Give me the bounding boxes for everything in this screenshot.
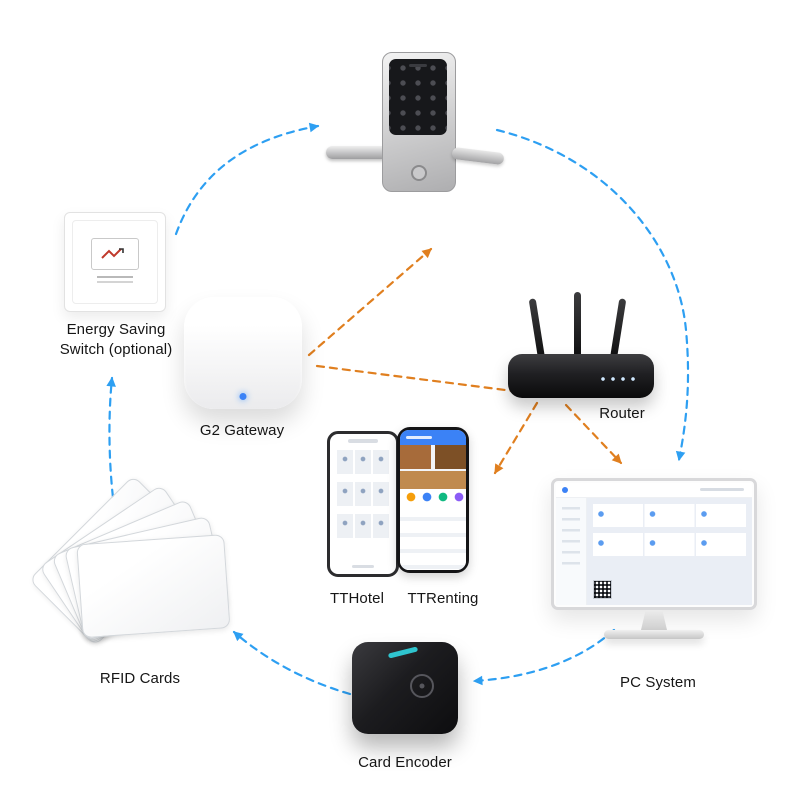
gateway-label: G2 Gateway xyxy=(199,422,285,439)
app-shortcut-icons xyxy=(400,489,466,505)
line-gateway-to-router xyxy=(315,364,515,393)
router-illustration xyxy=(508,292,654,402)
rfid-cards-illustration xyxy=(28,475,262,669)
software-sidebar xyxy=(556,498,587,605)
software-card-grid xyxy=(593,504,746,556)
energy-saving-switch-illustration xyxy=(64,212,166,312)
pc-system-illustration xyxy=(551,478,757,650)
rfid-cards-label: RFID Cards xyxy=(99,670,181,687)
lock-body xyxy=(382,52,456,192)
software-header-bar xyxy=(556,483,752,498)
app-list-area xyxy=(400,505,466,570)
app-header-bar xyxy=(400,430,466,445)
monitor xyxy=(551,478,757,610)
software-main-area xyxy=(587,498,752,605)
router-antenna-icon xyxy=(610,298,627,359)
arrow-router-to-phones xyxy=(493,401,539,475)
router-antenna-icon xyxy=(574,292,581,358)
tthotel-phone-screen xyxy=(332,436,394,572)
router-leds-icon xyxy=(600,376,640,382)
arrow-gateway-to-lock xyxy=(307,247,433,357)
monitor-stand-neck xyxy=(641,610,667,630)
router-body xyxy=(508,354,654,398)
arrow-switch-to-lock xyxy=(174,122,320,236)
g2-gateway-illustration xyxy=(184,297,302,409)
router-antenna-icon xyxy=(528,298,545,359)
lock-handle xyxy=(326,146,388,159)
rfid-card xyxy=(76,534,231,639)
lock-inner-handle xyxy=(451,146,505,166)
monitor-screen xyxy=(556,483,752,605)
nfc-ring-icon xyxy=(410,674,434,698)
tthotel-label: TTHotel xyxy=(329,590,385,607)
router-label: Router xyxy=(599,405,645,422)
lightning-icon xyxy=(101,248,124,259)
pc-system-label: PC System xyxy=(620,674,696,691)
ttrenting-phone-illustration xyxy=(397,427,469,573)
switch-emblem-icon xyxy=(91,238,139,270)
encoder-accent-stripe xyxy=(387,646,419,659)
lock-keypad xyxy=(389,59,447,135)
room-photos-collage xyxy=(400,445,466,489)
app-icon-grid xyxy=(337,450,389,538)
tthotel-phone-illustration xyxy=(327,431,399,577)
card-encoder-illustration xyxy=(352,642,458,734)
energy-switch-label: Energy Saving Switch (optional) xyxy=(59,321,173,359)
ttrenting-label: TTRenting xyxy=(407,590,479,607)
ttrenting-phone-screen xyxy=(400,430,466,570)
home-indicator-icon xyxy=(352,565,374,568)
software-body xyxy=(556,498,752,605)
gateway-led-icon xyxy=(239,393,247,400)
smart-lock-illustration xyxy=(326,52,505,198)
qr-code-icon xyxy=(593,580,612,599)
card-encoder-label: Card Encoder xyxy=(358,754,452,771)
monitor-stand-base xyxy=(604,630,704,639)
